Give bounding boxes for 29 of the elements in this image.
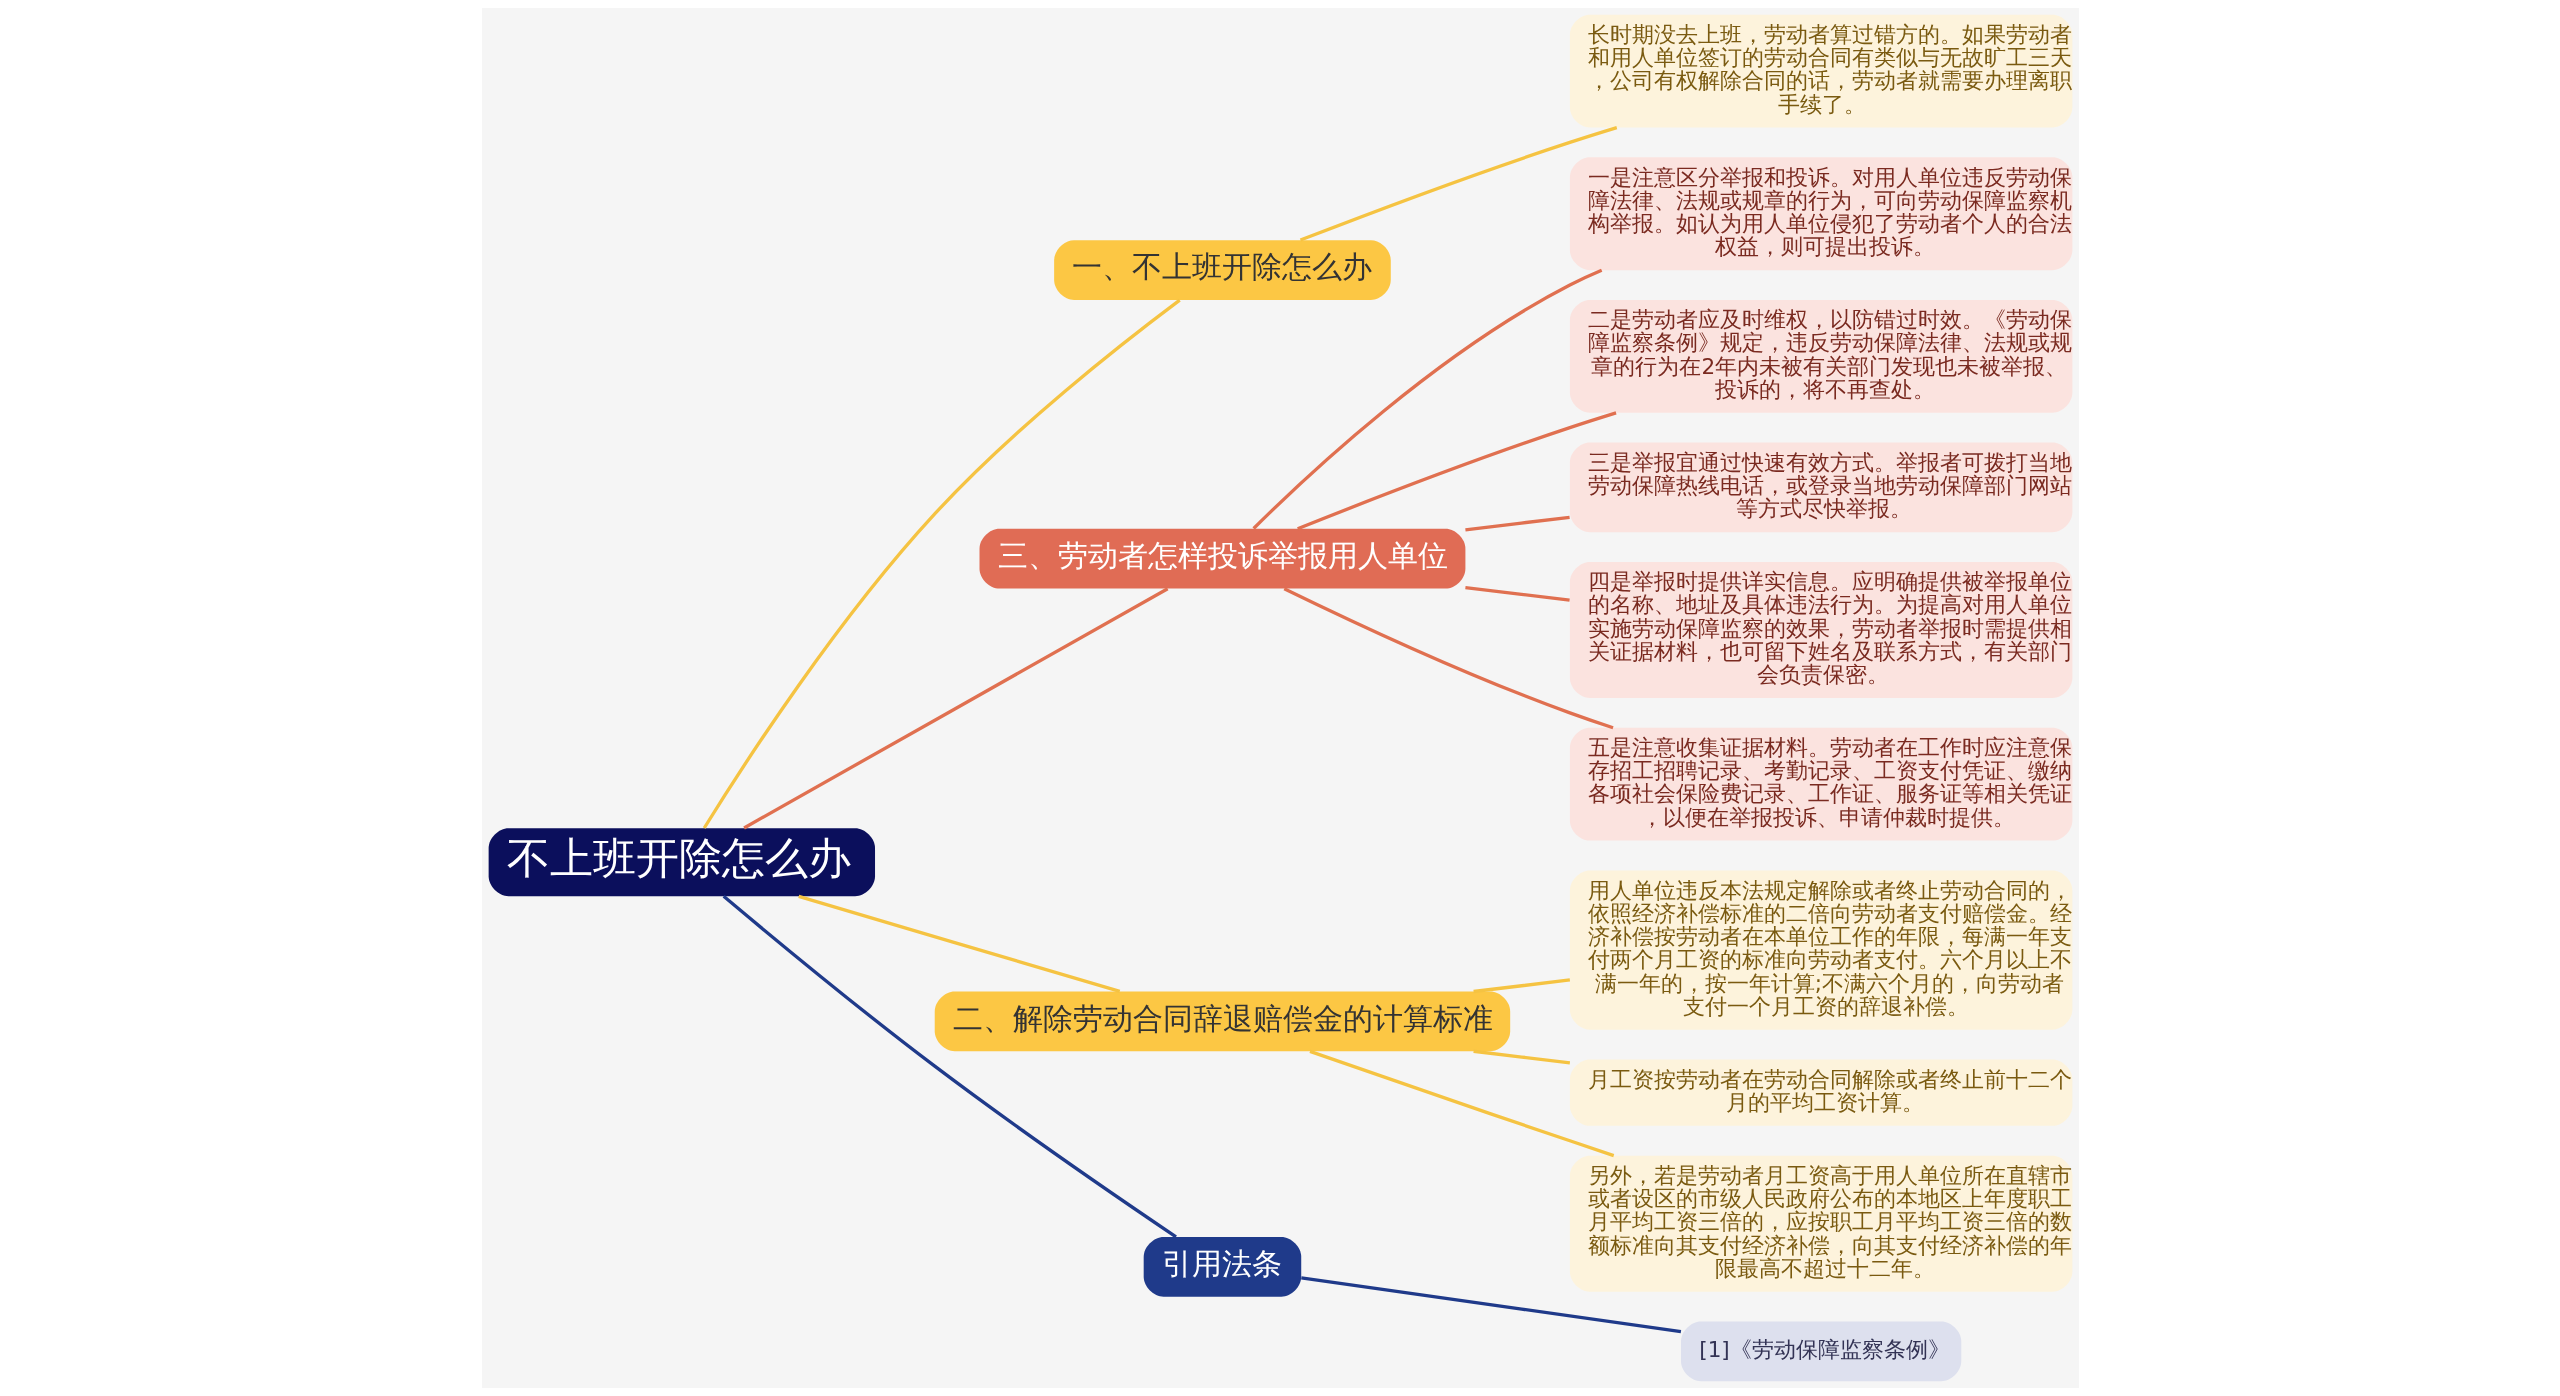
node-box: 四是举报时提供详实信息。应明确提供被举报单位的名称、地址及具体违法行为。为提高对用人单位实施劳动保障监察的效果，劳动者举报时需提供相关证据材料，也可留下姓名及联系方式，有关部门会负责保密。 (1569, 562, 2072, 698)
connector (1464, 585, 1570, 602)
node-box: 不上班开除怎么办 (488, 828, 875, 897)
connector (1296, 411, 1617, 531)
node-box: 三是举报宜通过快速有效方式。举报者可拨打当地劳动保障热线电话，或登录当地劳动保障部门网站等方式尽快举报。 (1569, 442, 2072, 533)
connector (722, 895, 1177, 1239)
node-box: 引用法条 (1143, 1236, 1301, 1297)
connector (1299, 126, 1617, 242)
connector (1472, 978, 1570, 994)
node-box: 长时期没去上班，劳动者算过错方的。如果劳动者和用人单位签订的劳动合同有类似与无故旷工三天，公司有权解除合同的话，劳动者就需要办理离职手续了。 (1569, 14, 2072, 128)
connector (742, 587, 1168, 830)
connector (1300, 1276, 1681, 1334)
node-box: 另外，若是劳动者月工资高于用人单位所在直辖市或者设区的市级人民政府公布的本地区上年度职工月平均工资三倍的，应按职工月平均工资三倍的数额标准向其支付经济补偿，向其支付经济补偿的年限最高不超过十二年。 (1569, 1155, 2072, 1292)
connector (1283, 587, 1614, 730)
connector (702, 298, 1181, 829)
connector (1308, 1049, 1614, 1158)
connector (1464, 515, 1570, 532)
node-box: 用人单位违反本法规定解除或者终止劳动合同的，依照经济补偿标准的二倍向劳动者支付赔偿金。经济补偿按劳动者在本单位工作的年限，每满一年支付两个月工资的标准向劳动者支付。六个月以上不满一年的，按一年计算;不满六个月的，向劳动者支付一个月工资的辞退补偿。 (1569, 870, 2072, 1030)
node-box: [1]《劳动保障监察条例》 (1680, 1321, 1961, 1382)
node-box: 一是注意区分举报和投诉。对用人单位违反劳动保障法律、法规或规章的行为，可向劳动保障监察机构举报。如认为用人单位侵犯了劳动者个人的合法权益，则可提出投诉。 (1569, 157, 2072, 271)
connector (1251, 268, 1602, 530)
node-box: 二、解除劳动合同辞退赔偿金的计算标准 (934, 991, 1510, 1052)
node-box: 二是劳动者应及时维权，以防错过时效。《劳动保障监察条例》规定，违反劳动保障法律、法规或规章的行为在2年内未被有关部门发现也未被举报、投诉的，将不再查处。 (1569, 300, 2072, 413)
node-box: 一、不上班开除怎么办 (1053, 240, 1391, 300)
connector (797, 894, 1120, 994)
node-box: 五是注意收集证据材料。劳动者在工作时应注意保存招工招聘记录、考勤记录、工资支付凭证、缴纳各项社会保险费记录、工作证、服务证等相关凭证，以便在举报投诉、申请仲裁时提供。 (1569, 727, 2072, 841)
node-box: 月工资按劳动者在劳动合同解除或者终止前十二个月的平均工资计算。 (1569, 1059, 2072, 1126)
connector (1472, 1049, 1570, 1065)
node-box: 三、劳动者怎样投诉举报用人单位 (979, 528, 1465, 589)
